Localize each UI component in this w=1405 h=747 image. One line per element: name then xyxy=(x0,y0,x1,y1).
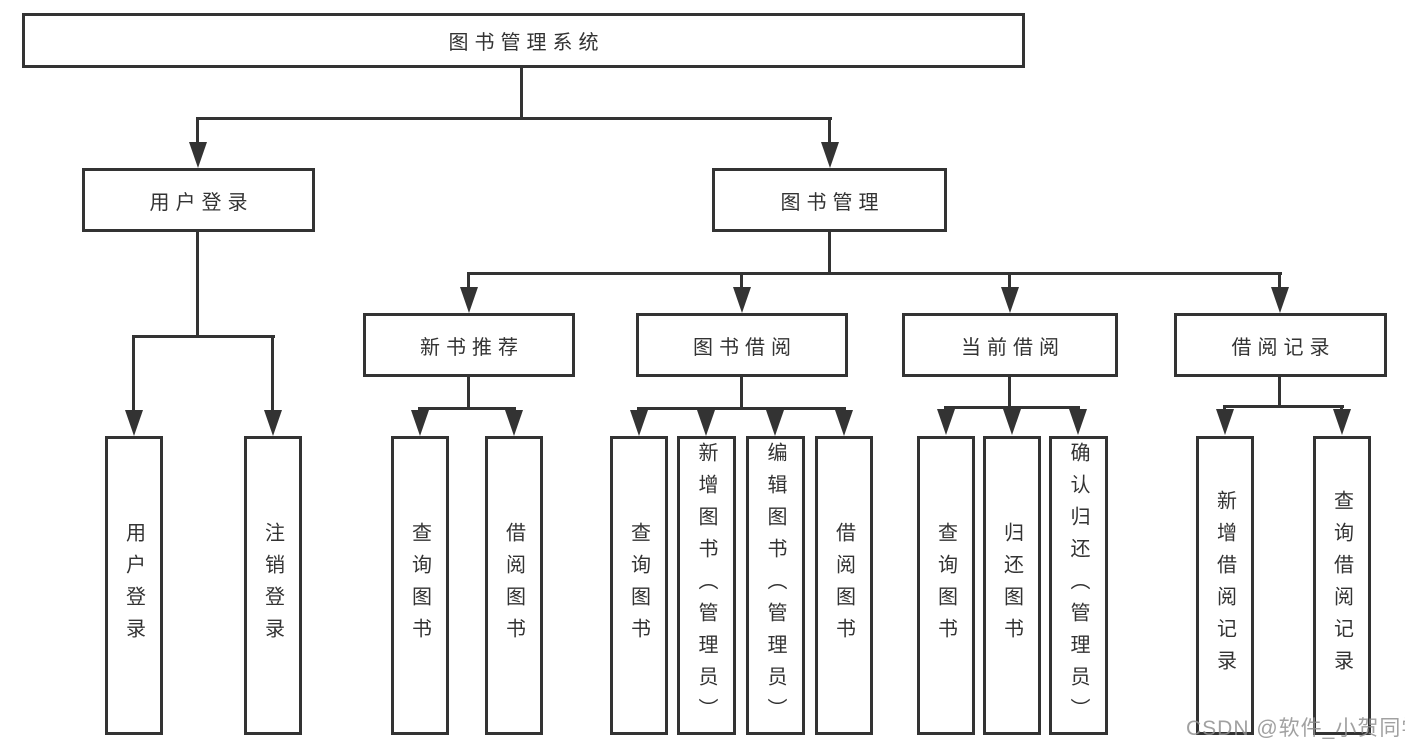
arrowhead-borrow-book-rec xyxy=(505,410,523,436)
connector-stub-new-book-rec xyxy=(467,272,470,290)
connector-current-borrow-drop xyxy=(1008,377,1011,408)
arrowhead-query-book-rec xyxy=(411,410,429,436)
connector-book-borrow-hbar xyxy=(638,407,846,410)
connector-root-drop xyxy=(520,68,523,117)
connector-user-login-drop xyxy=(196,232,199,335)
leaf-borrow-book-borrow: 借阅图书 xyxy=(815,436,873,735)
arrowhead-leaf-user-login xyxy=(125,410,143,436)
leaf-borrow-book-rec: 借阅图书 xyxy=(485,436,543,735)
arrowhead-query-book-borrow xyxy=(630,410,648,436)
arrowhead-user-login xyxy=(189,142,207,168)
arrowhead-borrow-records xyxy=(1271,287,1289,313)
connector-borrow-records-hbar xyxy=(1224,405,1344,408)
connector-user-login-hbar xyxy=(133,335,275,338)
connector-stub-user-login xyxy=(196,117,199,145)
leaf-query-book-current: 查询图书 xyxy=(917,436,975,735)
leaf-logout: 注销登录 xyxy=(244,436,302,735)
leaf-edit-book: 编辑图书（管理员） xyxy=(746,436,805,735)
connector-new-book-rec-drop xyxy=(467,377,470,409)
leaf-add-book: 新增图书（管理员） xyxy=(677,436,736,735)
connector-root-hbar xyxy=(197,117,832,120)
node-root: 图书管理系统 xyxy=(22,13,1025,68)
connector-stub-borrow-records xyxy=(1278,272,1281,290)
arrowhead-query-book-current xyxy=(937,409,955,435)
node-user-login: 用户登录 xyxy=(82,168,315,232)
connector-stub-leaf-user-login xyxy=(132,335,135,412)
connector-borrow-records-drop xyxy=(1278,377,1281,407)
leaf-query-borrow-record: 查询借阅记录 xyxy=(1313,436,1371,735)
connector-book-borrow-drop xyxy=(740,377,743,409)
connector-book-mgmt-hbar xyxy=(468,272,1282,275)
arrowhead-query-borrow-record xyxy=(1333,409,1351,435)
connector-stub-current-borrow xyxy=(1008,272,1011,290)
arrowhead-edit-book xyxy=(766,410,784,436)
leaf-query-book-borrow: 查询图书 xyxy=(610,436,668,735)
leaf-return-book: 归还图书 xyxy=(983,436,1041,735)
arrowhead-book-mgmt xyxy=(821,142,839,168)
arrowhead-return-book xyxy=(1003,409,1021,435)
leaf-user-login: 用户登录 xyxy=(105,436,163,735)
arrowhead-book-borrow xyxy=(733,287,751,313)
node-new-book-rec: 新书推荐 xyxy=(363,313,575,377)
arrowhead-add-book xyxy=(697,410,715,436)
csdn-watermark: CSDN @软件_小贺同学 xyxy=(1186,717,1405,740)
node-book-borrow: 图书借阅 xyxy=(636,313,848,377)
connector-stub-book-borrow xyxy=(740,272,743,290)
node-current-borrow: 当前借阅 xyxy=(902,313,1118,377)
leaf-query-book-rec: 查询图书 xyxy=(391,436,449,735)
arrowhead-current-borrow xyxy=(1001,287,1019,313)
connector-book-mgmt-drop xyxy=(828,232,831,274)
arrowhead-add-borrow-record xyxy=(1216,409,1234,435)
leaf-confirm-return: 确认归还（管理员） xyxy=(1049,436,1108,735)
arrowhead-new-book-rec xyxy=(460,287,478,313)
connector-stub-leaf-logout xyxy=(271,335,274,412)
connector-stub-book-mgmt xyxy=(828,117,831,145)
arrowhead-borrow-book-borrow xyxy=(835,410,853,436)
connector-new-book-rec-hbar xyxy=(419,407,516,410)
node-book-mgmt: 图书管理 xyxy=(712,168,947,232)
arrowhead-confirm-return xyxy=(1069,409,1087,435)
leaf-add-borrow-record: 新增借阅记录 xyxy=(1196,436,1254,735)
node-borrow-records: 借阅记录 xyxy=(1174,313,1387,377)
arrowhead-leaf-logout xyxy=(264,410,282,436)
